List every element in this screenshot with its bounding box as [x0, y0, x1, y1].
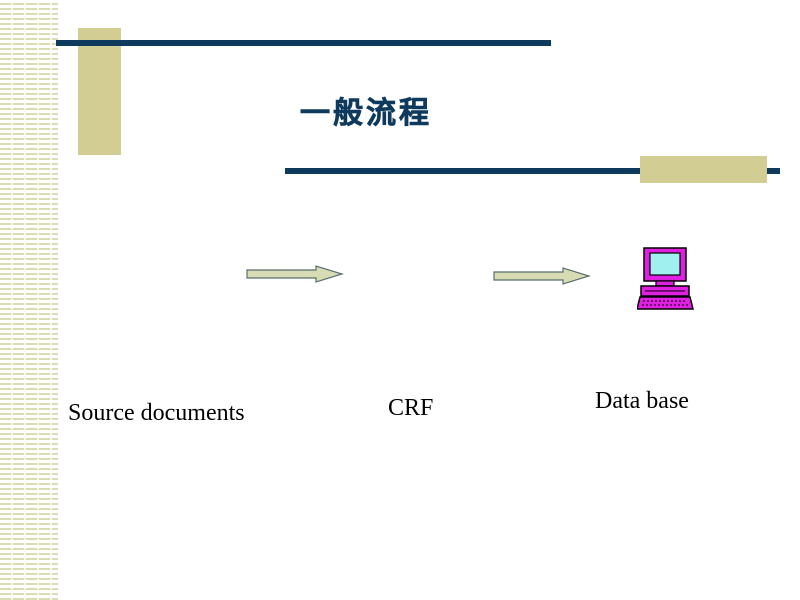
step-label-database: Data base: [595, 388, 689, 414]
title-rule-top: [56, 40, 551, 46]
decorative-stripe-band: [0, 0, 58, 600]
right-arrow-icon: [246, 265, 344, 283]
step-label-source-documents: Source documents: [68, 400, 245, 426]
decorative-tan-block-top: [78, 28, 121, 155]
step-label-crf: CRF: [388, 395, 434, 421]
decorative-tan-block-bottom: [640, 156, 767, 183]
computer-terminal-icon: [637, 247, 694, 310]
right-arrow-icon: [493, 267, 591, 285]
title-rule-bottom: [285, 168, 780, 174]
slide-title: 一般流程: [300, 96, 432, 132]
